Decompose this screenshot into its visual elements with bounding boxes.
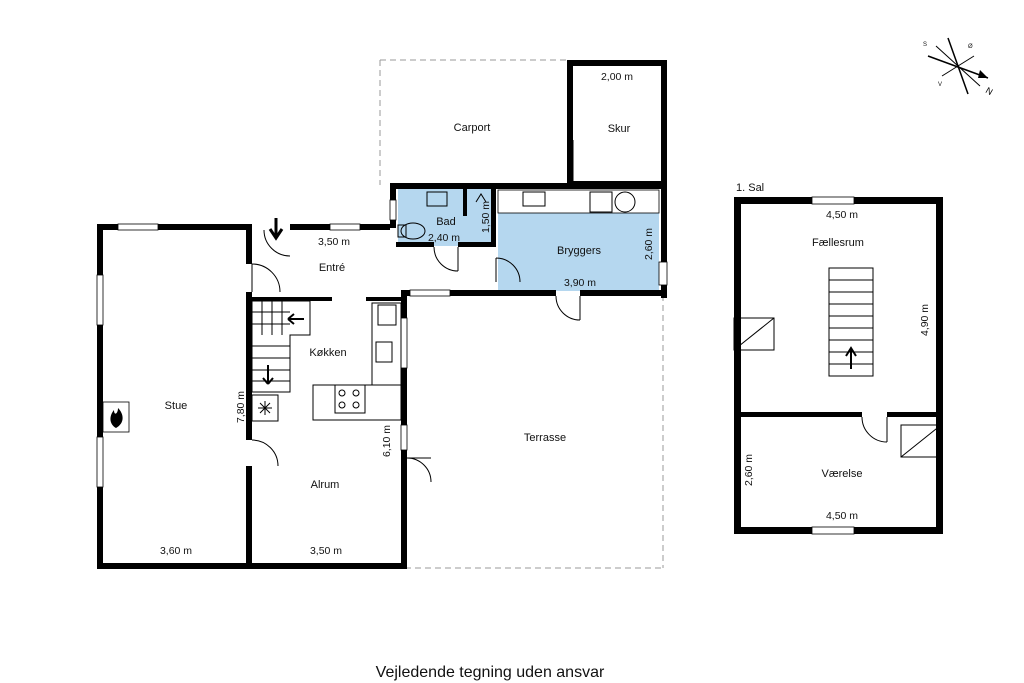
dim-bad-height: 1,50 m: [480, 201, 492, 233]
windows: [96, 199, 451, 488]
dim-vaerelse-width: 4,50 m: [826, 510, 858, 522]
room-label-carport: Carport: [454, 122, 491, 134]
dim-bryggers-width: 3,90 m: [564, 277, 596, 289]
disclaimer-caption: Vejledende tegning uden ansvar: [376, 664, 605, 681]
utility-top-wall: [390, 183, 667, 189]
bryggers-counter: [497, 189, 660, 214]
dim-alrum-width: 3,50 m: [310, 545, 342, 557]
dim-stue-width: 3,60 m: [160, 545, 192, 557]
bath-fixtures: [397, 191, 636, 240]
room-label-alrum: Alrum: [311, 479, 340, 491]
compass-letter-2: Ø: [968, 44, 973, 50]
room-label-stue: Stue: [165, 400, 188, 412]
dim-faelles-width: 4,50 m: [826, 209, 858, 221]
fireplace-icon: [102, 401, 130, 433]
room-label-entre: Entré: [319, 262, 345, 274]
room-label-terrasse: Terrasse: [524, 432, 566, 444]
dim-stue-height: 7,80 m: [235, 391, 247, 423]
room-label-bad: Bad: [436, 216, 456, 228]
dim-bryggers-height: 2,60 m: [643, 228, 655, 260]
kitchen-fixtures: [251, 302, 402, 422]
main-walls: [97, 224, 496, 569]
room-label-vaerelse: Værelse: [822, 468, 863, 480]
bryggers-fill: [498, 213, 659, 291]
carport-area: [379, 59, 570, 185]
compass-icon: S Ø V N: [923, 37, 995, 97]
upper-stairs-icon: [828, 267, 874, 377]
entrance-arrow-icon: [268, 218, 284, 241]
room-label-faellesrum: Fællesrum: [812, 237, 864, 249]
room-label-skur: Skur: [608, 123, 631, 135]
stairs-icon: [251, 300, 311, 393]
dim-skur-width: 2,00 m: [601, 71, 633, 83]
terrace-area: [405, 295, 664, 569]
skylight-icons: [733, 317, 942, 458]
upper-floor-walls: [734, 196, 943, 535]
dim-alrum-height: 6,10 m: [381, 425, 393, 457]
compass-letter-1: S: [923, 42, 927, 48]
room-label-kokken: Køkken: [309, 347, 346, 359]
room-label-bryggers: Bryggers: [557, 245, 602, 257]
freezer-icon: [258, 401, 272, 415]
dim-entre-width: 3,50 m: [318, 236, 350, 248]
dim-bad-width: 2,40 m: [428, 232, 460, 244]
bad-fill: [398, 188, 491, 246]
doors: [251, 140, 581, 483]
dim-faelles-height: 4,90 m: [919, 304, 931, 336]
dim-vaerelse-height: 2,60 m: [743, 454, 755, 486]
compass-letter-3: V: [938, 82, 942, 88]
floor-label: 1. Sal: [736, 182, 764, 194]
compass-north: N: [984, 85, 995, 97]
